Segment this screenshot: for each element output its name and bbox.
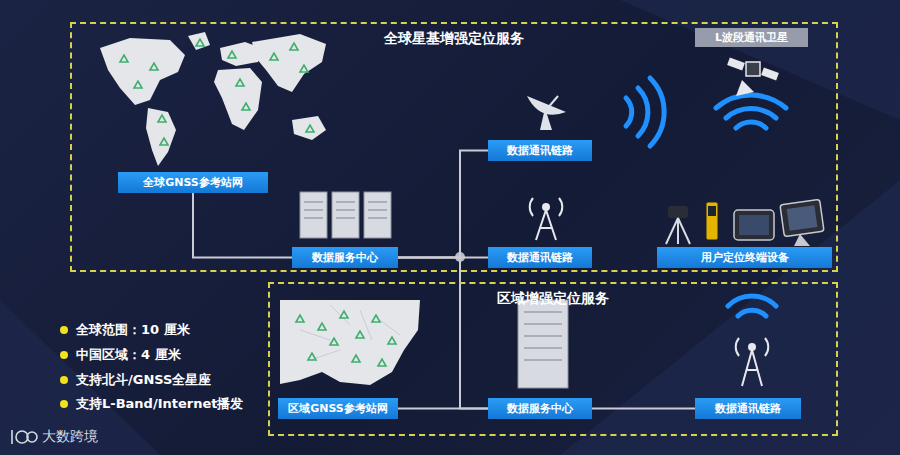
station-markers	[120, 39, 314, 145]
connector-line	[193, 193, 292, 258]
satellite-icon	[727, 58, 779, 96]
feature-note: 支持北斗/GNSS全星座	[76, 371, 211, 389]
bullet-dot	[60, 400, 68, 408]
watermark: 大数跨境	[42, 428, 98, 446]
data-center-bar: 数据服务中心	[488, 398, 592, 419]
comm-link-bar: 数据通讯链路	[488, 247, 592, 268]
station-net-bar: 全球GNSS参考站网	[118, 172, 268, 193]
terminal-bar: 用户定位终端设备	[657, 247, 832, 268]
feature-note: 中国区域：4 厘米	[76, 346, 181, 364]
connector-line	[398, 151, 488, 258]
box-label: 全球GNSS参考站网	[143, 175, 243, 190]
station-net-bar: 区域GNSS参考站网	[278, 398, 398, 419]
data-center-bar: 数据服务中心	[292, 247, 398, 268]
region-frame: 区域增强定位服务区域GNSS参考站网 数据服务中心 数据通讯链路	[268, 282, 838, 436]
box-label: 数据通讯链路	[507, 250, 573, 265]
terminal-devices	[666, 199, 824, 246]
region-title: 区域增强定位服务	[270, 290, 836, 308]
satellite-tag: L波段通讯卫星	[695, 28, 808, 47]
bullet-dot	[60, 376, 68, 384]
world-map	[100, 32, 326, 166]
connector-line	[398, 408, 488, 410]
box-label: 数据通讯链路	[715, 401, 781, 416]
box-label: L波段通讯卫星	[715, 30, 788, 45]
bullet-dot	[60, 326, 68, 334]
region-frame: 全球星基增强定位服务全球GNSS参考站网数据服务中心数据通讯链路数据通讯链路用户…	[70, 22, 838, 272]
feature-note: 支持L-Band/Internet播发	[76, 395, 244, 413]
feature-note: 全球范围：10 厘米	[76, 321, 190, 339]
bullet-dot	[60, 351, 68, 359]
comm-link-bar: 数据通讯链路	[695, 398, 801, 419]
box-label: 区域GNSS参考站网	[288, 401, 388, 416]
box-label: 数据通讯链路	[507, 143, 573, 158]
dish-icon	[527, 96, 566, 130]
radio-waves	[626, 78, 786, 316]
box-label: 数据服务中心	[507, 401, 573, 416]
connector-line	[398, 258, 488, 409]
connector-line	[592, 408, 695, 410]
server-slots	[304, 202, 562, 360]
watermark-logo	[12, 430, 37, 444]
box-label: 数据服务中心	[312, 250, 378, 265]
box-label: 用户定位终端设备	[701, 250, 789, 265]
comm-link-bar: 数据通讯链路	[488, 140, 592, 161]
china-map	[280, 300, 420, 385]
